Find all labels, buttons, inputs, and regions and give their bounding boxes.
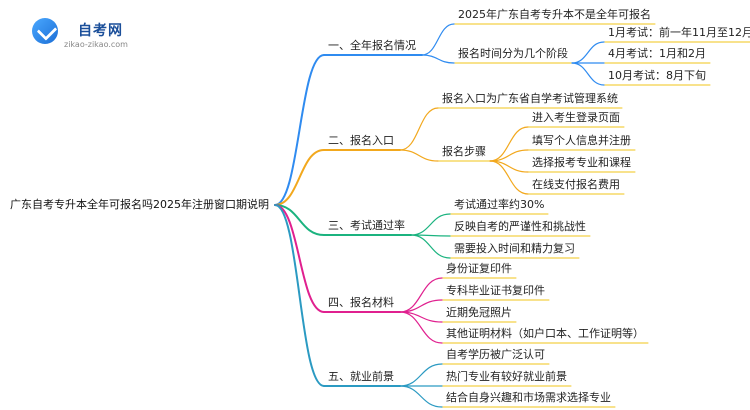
branch-4-item-4-connector [399,311,443,344]
branch-1-item-2-sub-3: 10月考试：8月下旬 [608,69,706,82]
branch-5-connector [274,204,325,387]
root-topic: 广东自考专升本全年可报名吗2025年注册窗口期说明 [10,198,269,211]
branch-1-item-2: 报名时间分为几个阶段 [458,47,568,60]
branch-1-item-2-sub-1-connector [571,41,605,64]
branch-1-item-2-sub-1: 1月考试：前一年11月至12月 [608,26,750,39]
branch-4-label: 四、报名材料 [328,296,394,309]
branch-4-item-2: 专科毕业证书复印件 [446,284,545,297]
branch-2-item-1-connector [399,107,439,151]
branch-5-item-3-connector [399,385,443,408]
branch-2-item-2-sub-4-connector [489,160,529,195]
branch-3-connector [274,204,325,236]
branch-1-item-1: 2025年广东自考专升本不是全年可报名 [458,8,651,21]
branch-3-item-1-connector [410,213,451,236]
branch-1-label: 一、全年报名情况 [328,39,416,52]
branch-2-item-1: 报名入口为广东省自学考试管理系统 [442,92,618,105]
logo-name: 自考网 [78,23,123,39]
logo-check-icon [32,18,58,44]
branch-5-item-3: 结合自身兴趣和市场需求选择专业 [446,391,611,404]
branch-4-item-4: 其他证明材料（如户口本、工作证明等） [446,327,644,340]
branch-1-item-2-sub-2: 4月考试：1月和2月 [608,47,706,60]
branch-4-item-3: 近期免冠照片 [446,306,512,319]
branch-1-item-2-sub-3-connector [571,62,605,86]
branch-2-item-2-sub-2: 填写个人信息并注册 [532,134,631,147]
branch-1-item-2-connector [421,54,455,64]
branch-5-item-1-connector [399,363,443,387]
branch-2-connector [274,149,325,206]
branch-5-item-2: 热门专业有较好就业前景 [446,370,567,383]
branch-3-item-3-connector [410,234,451,259]
branch-5-item-1: 自考学历被广泛认可 [446,348,545,361]
branch-2-item-2-sub-1-connector [489,126,529,162]
branch-3-item-1: 考试通过率约30% [454,198,545,211]
branch-4-item-1-connector [399,277,443,313]
branch-5-label: 五、就业前景 [328,370,394,383]
branch-2-item-2-sub-1: 进入考生登录页面 [532,111,620,124]
branch-4-item-1: 身份证复印件 [446,262,512,275]
branch-2-item-2-sub-3: 选择报考专业和课程 [532,156,631,169]
branch-2-item-2: 报名步骤 [442,145,486,158]
branch-2-item-2-connector [399,149,439,162]
branch-1-connector [274,54,325,206]
logo-domain: zikao-zikao.com [64,40,128,49]
branch-3-item-2: 反映自考的严谨性和挑战性 [454,220,586,233]
branch-1-item-1-connector [421,23,455,56]
branch-2-item-2-sub-4: 在线支付报名费用 [532,178,620,191]
branch-2-label: 二、报名入口 [328,134,394,147]
branch-3-item-3: 需要投入时间和精力复习 [454,242,575,255]
site-logo: 自考网 zikao-zikao.com [30,14,140,54]
branch-3-label: 三、考试通过率 [328,219,405,232]
branch-4-connector [274,204,325,313]
